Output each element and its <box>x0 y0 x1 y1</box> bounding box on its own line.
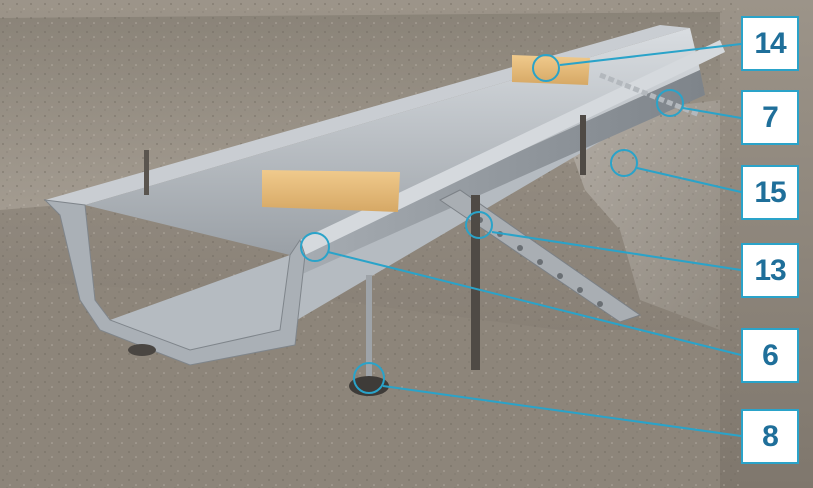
leader-lines <box>300 43 742 437</box>
rebar-back <box>580 115 586 175</box>
callout-label-8: 8 <box>741 409 799 464</box>
callout-label-13: 13 <box>741 243 799 298</box>
channel-end-face <box>43 199 306 366</box>
channel-inner-wall <box>85 28 700 255</box>
wood-spacer-back <box>512 55 590 85</box>
callout-label-15: 15 <box>741 165 799 220</box>
perforated-strap <box>439 189 642 323</box>
leveling-foot-left <box>128 344 156 356</box>
callout-label-14: 14 <box>741 16 799 71</box>
callout-label-7: 7 <box>741 90 799 145</box>
channel-outer-side <box>290 70 705 275</box>
leveling-screw-front <box>366 275 372 380</box>
channel-front-flange <box>300 40 725 255</box>
callout-label-6: 6 <box>741 328 799 383</box>
wood-spacer-front <box>262 170 400 212</box>
rebar-left <box>144 150 149 195</box>
rebar-front <box>471 195 480 370</box>
leveling-foot-front <box>349 376 389 396</box>
